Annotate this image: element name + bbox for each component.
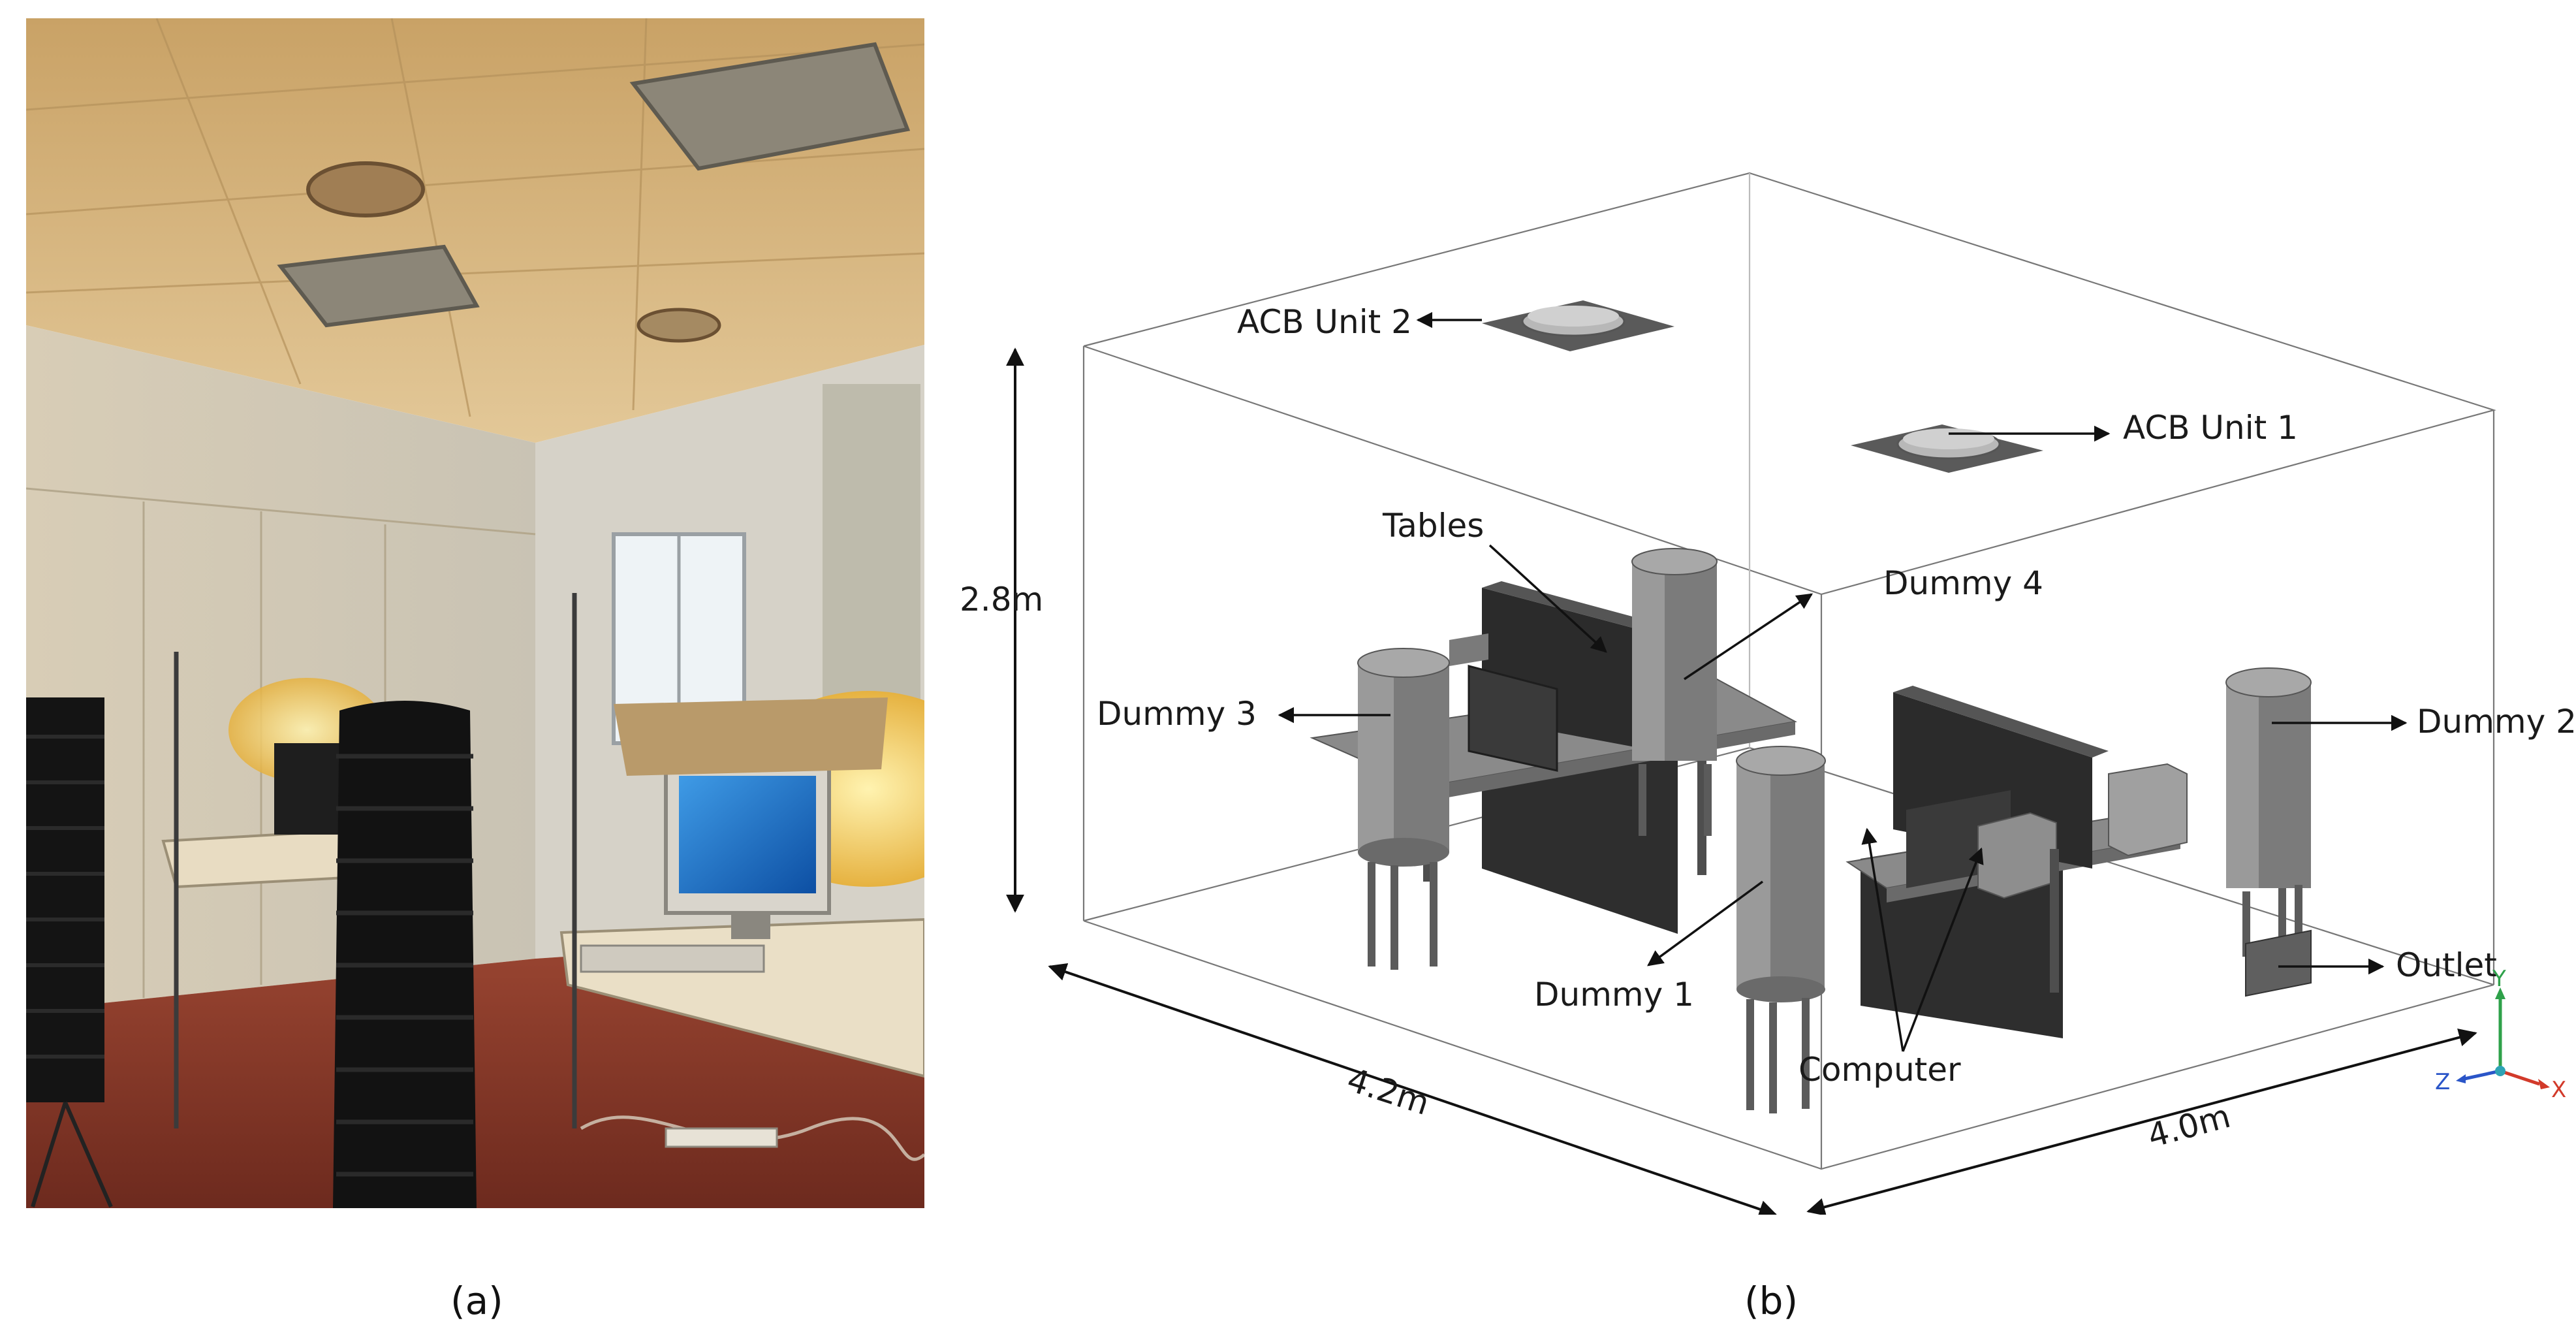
room-photograph [26, 18, 924, 1208]
cfd-room-model: ACB Unit 2 ACB Unit 1 Tables Dummy 4 Dum… [940, 0, 2576, 1215]
arrow-tables [1488, 544, 1607, 653]
axis-y-label: Y [2492, 966, 2506, 992]
dimension-width-label: 4.0m [2144, 1097, 2235, 1155]
label-acb-unit-1: ACB Unit 1 [2123, 409, 2298, 447]
label-acb-unit-2: ACB Unit 2 [1237, 303, 1412, 341]
axis-z-label: Z [2435, 1069, 2450, 1095]
photo-ceiling-diffuser-1 [306, 161, 425, 217]
photo-ceiling-grid [26, 18, 924, 417]
photo-ceiling-vent-2 [277, 244, 480, 328]
photo-curtain [823, 384, 920, 724]
photo-thermal-manikin-center [333, 701, 477, 1208]
dummy-2-model [2225, 667, 2312, 957]
label-outlet: Outlet [2396, 946, 2497, 984]
caption-a: (a) [450, 1279, 503, 1323]
arrow-dummy-1 [1647, 880, 1764, 967]
arrow-computer-2 [1902, 847, 1984, 1052]
dummy-3-model [1357, 648, 1450, 970]
arrow-computer-1 [1861, 827, 1904, 1052]
arrow-dummy-4 [1684, 593, 1814, 680]
acb-unit-1-model [1851, 424, 2043, 473]
label-dummy-4: Dummy 4 [1883, 564, 2043, 602]
coordinate-axes: Y X Z [2435, 966, 2566, 1103]
table-1-computer-screen [1468, 665, 1558, 772]
photo-keyboard [580, 944, 765, 973]
dimension-width-arrow [1806, 1028, 2477, 1215]
annotation-arrows [1278, 312, 2408, 1052]
photo-thermal-manikin-left [26, 697, 113, 1208]
dimension-length-label: 4.2m [1343, 1061, 1434, 1123]
photo-ceiling-diffuser-2 [636, 308, 721, 343]
outlet-model [2245, 929, 2312, 997]
dummy-4-model [1631, 548, 1718, 836]
room-model-diagram: ACB Unit 2 ACB Unit 1 Tables Dummy 4 Dum… [960, 172, 2576, 1215]
label-computer: Computer [1798, 1051, 1961, 1089]
label-dummy-3: Dummy 3 [1097, 695, 1257, 733]
dimension-length-arrow [1048, 963, 1778, 1215]
label-dummy-1: Dummy 1 [1534, 976, 1694, 1014]
dimension-height-label: 2.8m [960, 581, 1043, 618]
dimension-arrows [1006, 347, 2477, 1215]
computer-3-model [2108, 763, 2188, 857]
photo-power-strip [665, 1127, 778, 1148]
room-photo-illustration [26, 18, 924, 1208]
caption-b: (b) [1744, 1279, 1798, 1323]
photo-cardboard-partition [614, 697, 888, 776]
computer-2-model [1977, 812, 2057, 899]
label-tables: Tables [1382, 507, 1484, 545]
acb-unit-2-model [1482, 300, 1674, 351]
axis-x-label: X [2551, 1077, 2566, 1103]
table-2-model [1846, 686, 2188, 1038]
photo-ceiling-vent-1 [629, 42, 911, 171]
label-dummy-2: Dummy 2 [2417, 703, 2576, 741]
